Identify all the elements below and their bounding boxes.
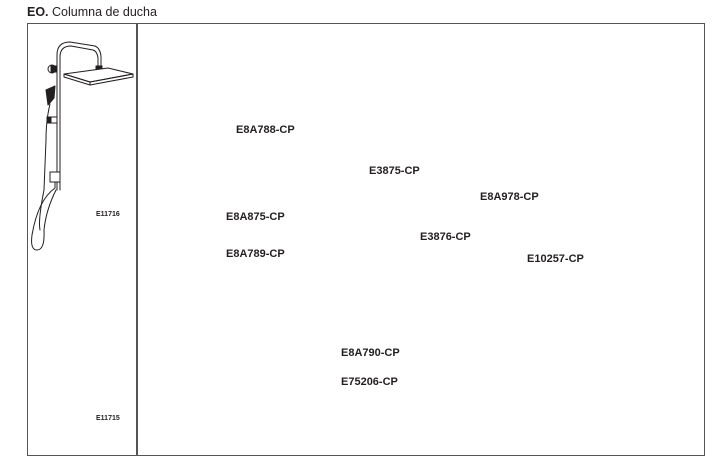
- part-label-hose: E75206-CP: [341, 376, 398, 388]
- part-label-holder: E8A875-CP: [226, 211, 285, 223]
- part-label-round-head: E8A978-CP: [480, 191, 539, 203]
- part-label-outlet-kit: E8A789-CP: [226, 248, 285, 260]
- diagram-frame: [27, 23, 705, 456]
- part-label-wall-bracket: E8A788-CP: [236, 124, 295, 136]
- panel-divider: [136, 23, 138, 456]
- part-label-stick-shower: E10257-CP: [527, 253, 584, 265]
- page-title: EO. Columna de ducha: [27, 5, 157, 19]
- section-code: EO.: [27, 5, 49, 19]
- thumbnail-code-e11715: E11715: [96, 415, 120, 422]
- section-title: Columna de ducha: [52, 5, 157, 19]
- thumbnail-square-shower-column: [31, 41, 134, 251]
- part-label-hand-shower: E3876-CP: [420, 231, 471, 243]
- part-label-square-head: E3875-CP: [369, 165, 420, 177]
- thumbnail-code-e11716: E11716: [96, 211, 120, 218]
- part-label-adapter: E8A790-CP: [341, 347, 400, 359]
